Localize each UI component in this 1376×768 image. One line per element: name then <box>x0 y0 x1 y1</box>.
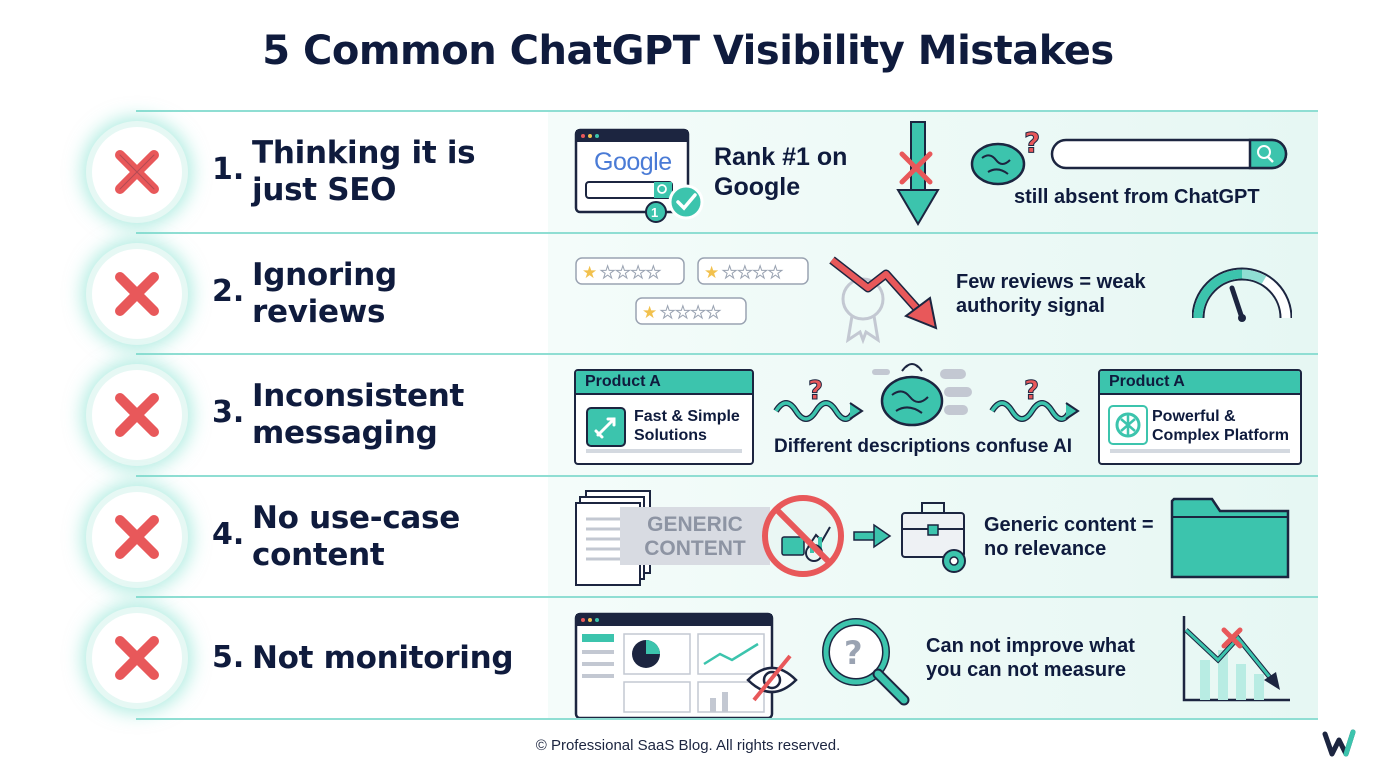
mistake-label: Not monitoring <box>252 640 514 677</box>
folder-icon <box>1170 497 1290 579</box>
row-divider <box>136 474 1318 477</box>
illustration-panel: GENERIC CONTENT Generic co <box>548 476 1318 597</box>
openai-icon <box>1108 405 1148 446</box>
arrow-right-icon <box>853 523 892 549</box>
search-bar-icon <box>1050 138 1288 170</box>
mistake-label: Inconsistent messaging <box>252 378 465 452</box>
placeholder-line <box>586 449 742 454</box>
svg-text:★: ★ <box>582 263 597 283</box>
svg-text:★★★★: ★★★★ <box>600 263 661 283</box>
confuse-text: Different descriptions confuse AI <box>774 436 1073 458</box>
mistake-label: No use-case content <box>252 499 460 573</box>
x-icon <box>115 271 159 316</box>
browser-window-icon <box>574 128 704 223</box>
star-rating-bubble-icon: ★ ★★★★ ★ ★★★★ ★ ★★★★ <box>575 256 809 325</box>
google-logo: Google <box>594 148 672 176</box>
placeholder-line <box>1110 449 1290 454</box>
footer-copyright: © Professional SaaS Blog. All rights res… <box>535 737 841 754</box>
x-icon <box>115 636 159 681</box>
mistake-row-5: ? Can not improve what you can not measu… <box>0 596 1376 718</box>
row-divider-bottom <box>136 718 1318 720</box>
product-card-text: Powerful & Complex Platform <box>1152 408 1289 445</box>
magnifier-question-icon: ? <box>822 618 910 706</box>
page-title: 5 Common ChatGPT Visibility Mistakes <box>262 28 1114 74</box>
svg-text:★★★★: ★★★★ <box>722 263 783 283</box>
mistake-label: Ignoring reviews <box>252 256 397 330</box>
trend-down-arrow-icon <box>829 256 938 330</box>
x-icon <box>115 514 159 559</box>
rocket-icon <box>586 407 626 448</box>
x-icon <box>115 150 159 194</box>
review-text: Few reviews = weak authority signal <box>956 270 1146 317</box>
illustration-panel: ★ ★★★★ ★ ★★★★ ★ ★★★★ Few reviews = weak … <box>548 233 1318 354</box>
w-logo-icon <box>1322 729 1356 757</box>
relevance-text: Generic content = no relevance <box>984 513 1154 560</box>
brain-question-icon: ? <box>970 126 1041 186</box>
svg-text:★★★★: ★★★★ <box>660 303 721 323</box>
illustration-panel: Google 1 Rank #1 on Google ? s <box>548 112 1318 232</box>
mistake-row-1: Google 1 Rank #1 on Google ? s <box>0 110 1376 232</box>
product-card-head: Product A <box>1100 371 1300 396</box>
wave-question-icon: ? <box>773 376 864 423</box>
prohibited-icon <box>762 494 844 577</box>
rank-badge: 1 <box>651 205 659 220</box>
mistake-number: 2. <box>212 273 245 309</box>
product-card-head: Product A <box>576 371 752 396</box>
mistake-row-3: Product A Fast & Simple Solutions ? <box>0 353 1376 475</box>
mistake-badge <box>92 127 182 217</box>
row-divider <box>136 231 1318 234</box>
mistake-badge <box>92 491 182 582</box>
product-card-left: Product A Fast & Simple Solutions <box>574 369 754 466</box>
mistake-badge <box>92 370 182 461</box>
mistake-number: 5. <box>212 640 245 676</box>
illustration-panel: Product A Fast & Simple Solutions ? <box>548 355 1318 475</box>
svg-text:★: ★ <box>642 303 657 323</box>
svg-text:?: ? <box>808 376 823 406</box>
mistake-number: 1. <box>212 152 245 187</box>
mistake-row-4: GENERIC CONTENT Generic co <box>0 474 1376 597</box>
mistake-badge <box>92 248 182 339</box>
toolbox-gear-icon <box>901 501 966 573</box>
mistake-badge <box>92 613 182 704</box>
product-card-text: Fast & Simple Solutions <box>634 408 740 445</box>
dashboard-icon <box>574 613 774 718</box>
row-divider <box>136 110 1318 112</box>
brain-icon <box>872 363 972 427</box>
svg-text:?: ? <box>1024 126 1040 159</box>
absent-text: still absent from ChatGPT <box>1014 186 1260 208</box>
down-arrow-icon <box>896 121 940 226</box>
x-icon <box>115 393 159 438</box>
product-card-right: Product A Powerful & Complex Platform <box>1098 369 1302 466</box>
mistake-row-2: ★ ★★★★ ★ ★★★★ ★ ★★★★ Few reviews = weak … <box>0 231 1376 354</box>
svg-text:?: ? <box>844 634 863 672</box>
rank-text: Rank #1 on Google <box>714 143 848 201</box>
document-stack-icon <box>575 489 651 586</box>
illustration-panel: ? Can not improve what you can not measu… <box>548 598 1318 718</box>
mistake-label: Thinking it is just SEO <box>252 135 476 208</box>
declining-chart-icon <box>1182 616 1290 702</box>
row-divider <box>136 596 1318 599</box>
gauge-icon <box>1192 267 1292 322</box>
mistakes-list: Google 1 Rank #1 on Google ? s <box>0 110 1376 718</box>
eye-slash-icon <box>746 655 798 702</box>
svg-text:★: ★ <box>704 263 719 283</box>
generic-stamp: GENERIC CONTENT <box>620 506 770 565</box>
wave-question-icon: ? <box>989 376 1080 423</box>
mistake-number: 3. <box>212 395 245 431</box>
row-divider <box>136 353 1318 356</box>
svg-text:?: ? <box>1024 376 1039 406</box>
mistake-number: 4. <box>212 516 245 552</box>
measure-text: Can not improve what you can not measure <box>926 635 1135 682</box>
